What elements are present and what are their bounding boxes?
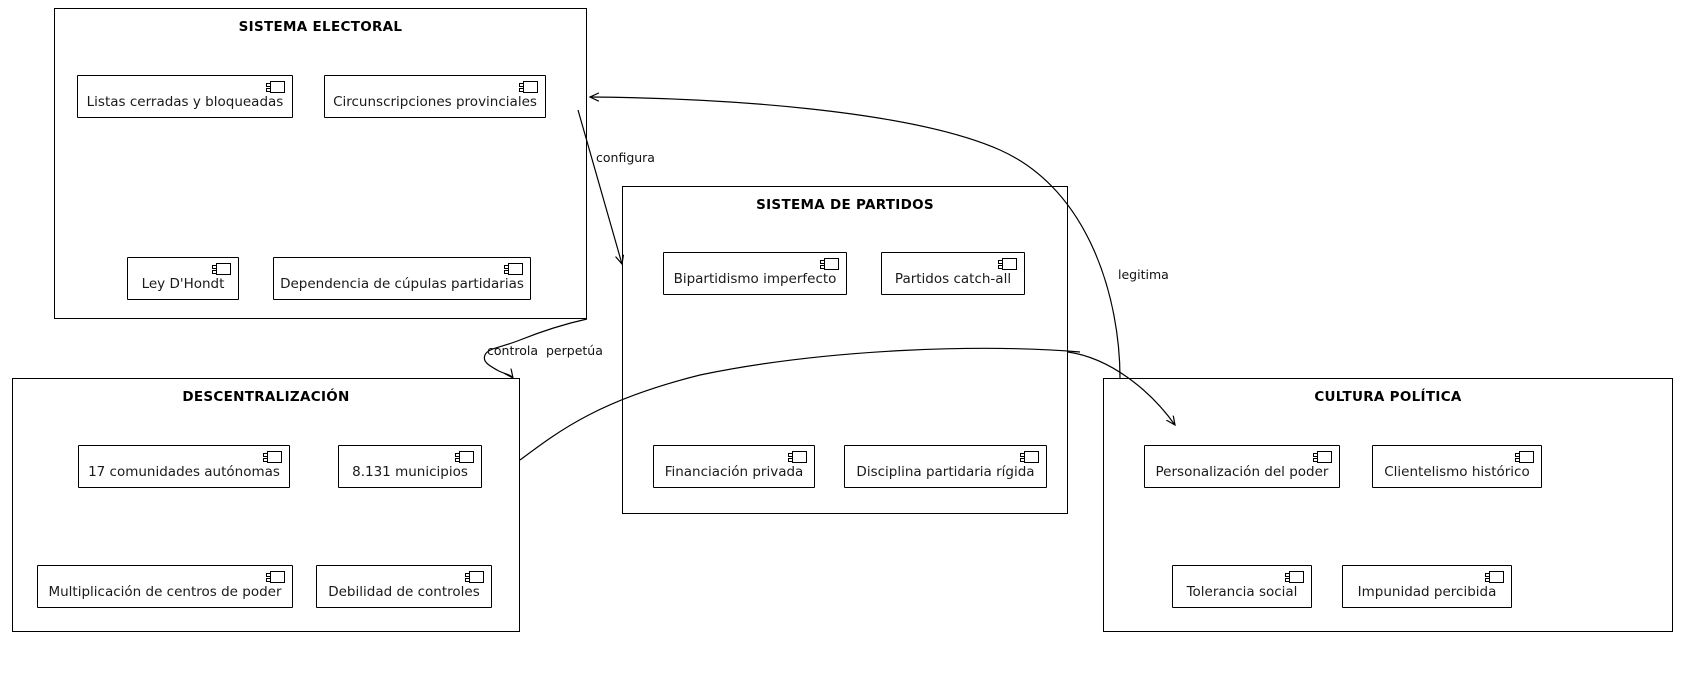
edge-label-legitima: legitima [1118,267,1169,282]
uml-component-icon [266,571,285,584]
package-title: DESCENTRALIZACIÓN [182,389,350,405]
component-box[interactable]: Financiación privada [653,445,815,488]
component-box[interactable]: Partidos catch-all [881,252,1025,295]
component-label: Tolerancia social [1186,583,1298,600]
component-label: 17 comunidades autónomas [88,463,280,480]
component-label: Clientelismo histórico [1384,463,1530,480]
uml-component-icon [504,263,523,276]
uml-component-icon [1485,571,1504,584]
package-title: SISTEMA ELECTORAL [238,19,403,35]
component-box[interactable]: Debilidad de controles [316,565,492,608]
component-box[interactable]: Ley D'Hondt [127,257,239,300]
component-label: Ley D'Hondt [141,275,225,292]
component-box[interactable]: Clientelismo histórico [1372,445,1542,488]
component-label: Bipartidismo imperfecto [673,270,837,287]
package-cultura-politica[interactable]: CULTURA POLÍTICA Personalización del pod… [1103,378,1673,632]
component-box[interactable]: Multiplicación de centros de poder [37,565,293,608]
edge-label-perpetua: perpetúa [546,343,603,358]
edge-label-controla: controla [487,343,538,358]
uml-component-icon [998,258,1017,271]
package-title: SISTEMA DE PARTIDOS [756,197,934,213]
component-box[interactable]: Impunidad percibida [1342,565,1512,608]
uml-component-icon [1313,451,1332,464]
uml-component-icon [1285,571,1304,584]
uml-component-icon [455,451,474,464]
component-label: Listas cerradas y bloqueadas [86,93,284,110]
component-box[interactable]: Circunscripciones provinciales [324,75,546,118]
uml-component-icon [1515,451,1534,464]
uml-component-icon [266,81,285,94]
component-box[interactable]: 17 comunidades autónomas [78,445,290,488]
component-label: Partidos catch-all [894,270,1012,287]
edge-label-configura: configura [596,150,655,165]
component-label: Financiación privada [664,463,804,480]
component-box[interactable]: Disciplina partidaria rígida [844,445,1047,488]
component-box[interactable]: Bipartidismo imperfecto [663,252,847,295]
uml-component-icon [263,451,282,464]
uml-component-icon [1020,451,1039,464]
component-label: Personalización del poder [1155,463,1329,480]
component-label: Debilidad de controles [328,583,480,600]
component-label: Dependencia de cúpulas partidarias [280,275,524,292]
package-sistema-electoral[interactable]: SISTEMA ELECTORAL Listas cerradas y bloq… [54,8,587,319]
uml-component-icon [788,451,807,464]
package-title: CULTURA POLÍTICA [1314,389,1462,405]
component-label: Circunscripciones provinciales [333,93,537,110]
component-label: 8.131 municipios [352,463,468,480]
component-box[interactable]: Tolerancia social [1172,565,1312,608]
component-label: Multiplicación de centros de poder [48,583,282,600]
uml-component-icon [820,258,839,271]
component-box[interactable]: 8.131 municipios [338,445,482,488]
component-box[interactable]: Personalización del poder [1144,445,1340,488]
uml-component-icon [212,263,231,276]
uml-component-icon [465,571,484,584]
uml-component-icon [519,81,538,94]
component-box[interactable]: Dependencia de cúpulas partidarias [273,257,531,300]
component-label: Impunidad percibida [1357,583,1497,600]
component-box[interactable]: Listas cerradas y bloqueadas [77,75,293,118]
package-sistema-de-partidos[interactable]: SISTEMA DE PARTIDOS Bipartidismo imperfe… [622,186,1068,514]
package-descentralizacion[interactable]: DESCENTRALIZACIÓN 17 comunidades autónom… [12,378,520,632]
component-label: Disciplina partidaria rígida [856,463,1035,480]
